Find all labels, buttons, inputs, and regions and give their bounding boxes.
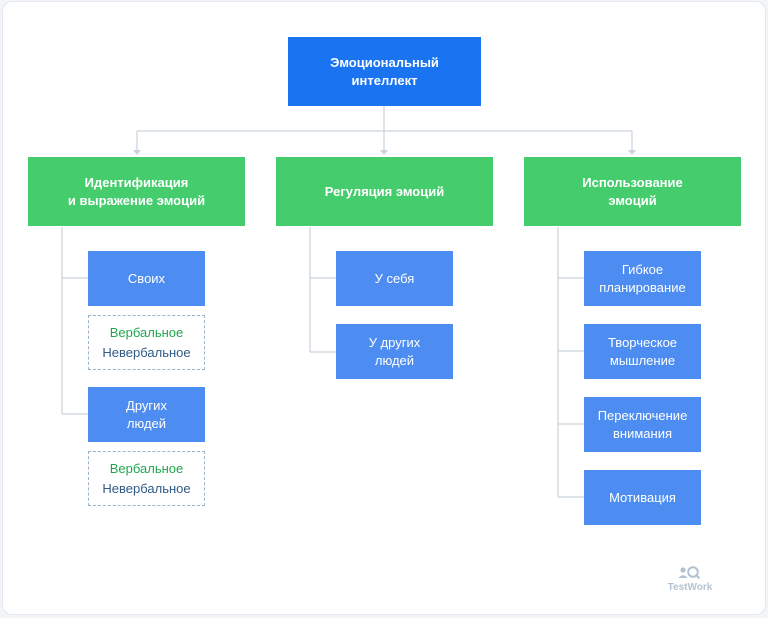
- others-verbal-label: Вербальное: [109, 460, 184, 476]
- arrow-head-2: [380, 150, 388, 155]
- node-others: Других людей: [88, 387, 205, 442]
- node-self-regulation: У себя: [336, 251, 453, 306]
- arrow-head-1: [133, 150, 141, 155]
- category-identification: Идентификация и выражение эмоций: [28, 157, 245, 226]
- node-creative-thinking: Творческое мышление: [584, 324, 701, 379]
- arrow-head-3: [628, 150, 636, 155]
- node-own: Своих: [88, 251, 205, 306]
- others-nonverbal-label: Невербальное: [102, 480, 191, 496]
- own-expression-types: Вербальное Невербальное: [88, 315, 205, 370]
- logo-text: TestWork: [667, 582, 713, 593]
- own-verbal-label: Вербальное: [109, 324, 184, 340]
- testwork-logo: TestWork: [664, 566, 716, 596]
- node-attention-switching: Переключение внимания: [584, 397, 701, 452]
- people-search-icon: [678, 566, 701, 580]
- node-flexible-planning: Гибкое планирование: [584, 251, 701, 306]
- own-nonverbal-label: Невербальное: [102, 344, 191, 360]
- others-expression-types: Вербальное Невербальное: [88, 451, 205, 506]
- root-node: Эмоциональный интеллект: [288, 37, 481, 106]
- category-regulation: Регуляция эмоций: [276, 157, 493, 226]
- category-usage: Использование эмоций: [524, 157, 741, 226]
- node-others-regulation: У других людей: [336, 324, 453, 379]
- node-motivation: Мотивация: [584, 470, 701, 525]
